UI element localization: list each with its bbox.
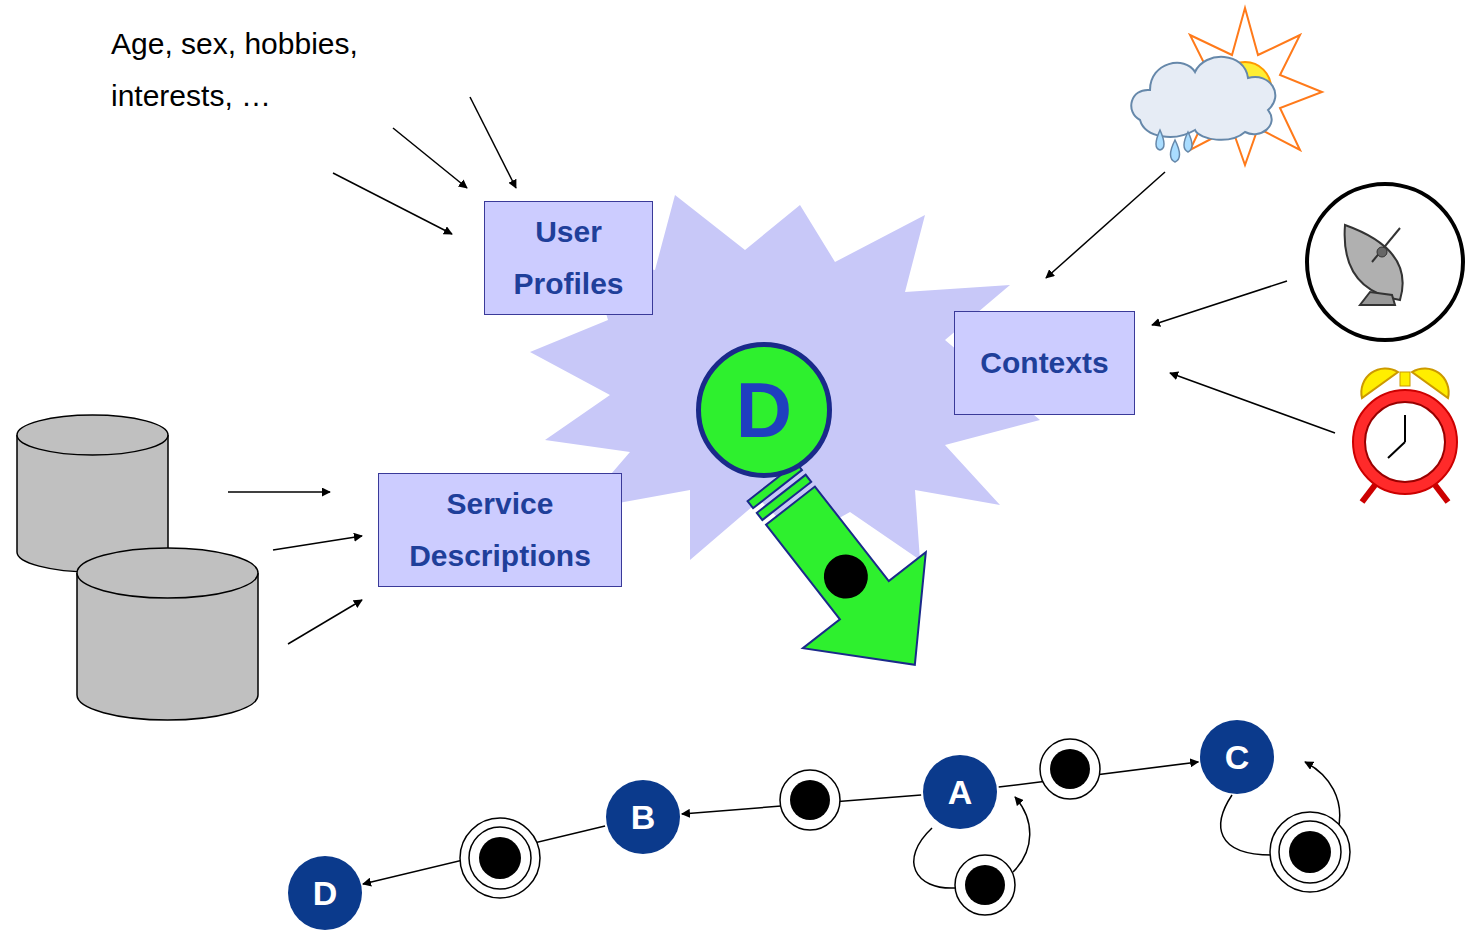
input-arrow bbox=[228, 491, 330, 493]
state-circle: D bbox=[288, 856, 362, 930]
input-arrow bbox=[1170, 373, 1335, 433]
satellite-icon bbox=[1360, 292, 1395, 305]
self-loop bbox=[914, 828, 955, 888]
clock-icon bbox=[1400, 372, 1410, 386]
state-symbol bbox=[1050, 749, 1090, 789]
state-symbol bbox=[479, 837, 521, 879]
state-circle: C bbox=[1200, 720, 1274, 794]
input-arrow bbox=[1046, 172, 1165, 278]
clock-icon bbox=[1362, 485, 1375, 502]
weather-icon bbox=[1184, 132, 1192, 152]
input-arrow bbox=[1152, 281, 1287, 325]
database bbox=[17, 415, 168, 455]
node-text: A bbox=[948, 775, 973, 809]
clock-icon bbox=[1388, 442, 1405, 458]
input-arrow bbox=[273, 536, 362, 550]
self-loop bbox=[1013, 797, 1030, 872]
state-symbol bbox=[460, 818, 540, 898]
node-text: B bbox=[631, 800, 656, 834]
state-symbol bbox=[1279, 821, 1341, 883]
satellite-icon bbox=[1345, 225, 1403, 300]
state-circle: A bbox=[923, 755, 997, 829]
note-label: Age, sex, hobbies, interests, … bbox=[111, 18, 451, 122]
satellite-icon bbox=[1377, 247, 1387, 257]
clock-icon bbox=[1404, 415, 1406, 442]
process-box: Contexts bbox=[954, 311, 1135, 415]
clock-icon bbox=[1353, 390, 1457, 494]
database bbox=[77, 548, 258, 598]
state-symbol bbox=[1289, 831, 1331, 873]
node-text: Contexts bbox=[980, 337, 1108, 389]
clock-icon bbox=[1365, 402, 1445, 482]
state-symbol bbox=[965, 865, 1005, 905]
state-symbol bbox=[1270, 812, 1350, 892]
database bbox=[17, 415, 258, 720]
state-symbol bbox=[469, 827, 531, 889]
process-box: Service Descriptions bbox=[378, 473, 622, 587]
state-symbol bbox=[780, 770, 840, 830]
clock-icon bbox=[1435, 485, 1448, 502]
clock-icon bbox=[1353, 368, 1457, 502]
state-symbol bbox=[955, 855, 1015, 915]
node-text: Service Descriptions bbox=[387, 478, 613, 582]
self-loop bbox=[1221, 795, 1272, 855]
node-text: User Profiles bbox=[493, 206, 644, 310]
big-arrow bbox=[729, 458, 976, 713]
node-text: D bbox=[736, 371, 792, 449]
satellite-icon bbox=[1372, 228, 1400, 262]
weather-icon bbox=[1131, 57, 1275, 140]
input-arrow bbox=[228, 97, 1335, 644]
input-arrow bbox=[333, 173, 452, 234]
input-arrow bbox=[470, 97, 516, 188]
satellite-icon bbox=[1307, 184, 1463, 340]
weather-icon bbox=[1131, 8, 1322, 165]
satellite-icon bbox=[1307, 184, 1463, 340]
weather-icon bbox=[1156, 130, 1164, 150]
input-arrow bbox=[288, 600, 362, 644]
state-circle: B bbox=[606, 780, 680, 854]
process-box: User Profiles bbox=[484, 201, 653, 315]
node-text: C bbox=[1225, 740, 1250, 774]
decision-circle: D bbox=[696, 342, 832, 478]
weather-icon bbox=[1171, 140, 1180, 162]
input-arrow bbox=[393, 128, 467, 188]
state-symbol bbox=[790, 780, 830, 820]
state-symbol bbox=[1040, 739, 1100, 799]
node-text: D bbox=[313, 876, 338, 910]
big-arrow bbox=[815, 546, 877, 608]
